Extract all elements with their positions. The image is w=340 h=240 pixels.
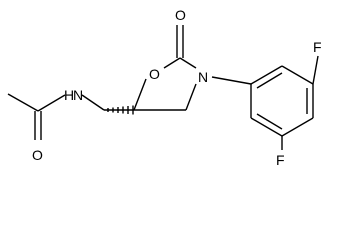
atom-n-ring: N	[198, 69, 208, 85]
atom-o-carbonyl-ring: O	[175, 7, 186, 23]
structure-diagram: O H N O O N F F	[7, 7, 322, 168]
bond-o1-c2	[163, 57, 181, 69]
atom-n-amide: N	[73, 87, 83, 103]
bond-ar-1	[250, 65, 283, 85]
bond-ar-2	[281, 65, 314, 85]
atom-f-bottom: F	[276, 152, 285, 168]
bond-n-aryl	[211, 76, 252, 85]
atom-o-acetyl: O	[32, 147, 43, 163]
bond-c5-o1	[133, 78, 147, 111]
bond-c-f-top	[312, 55, 319, 85]
atom-o-ring: O	[149, 66, 160, 82]
stereo-hash-bond	[104, 105, 134, 115]
atom-f-top: F	[313, 39, 322, 55]
bond-n3-c4	[185, 83, 197, 111]
molecule-drawing: O H N O O N F F	[7, 7, 322, 168]
bond-ar-4	[281, 117, 314, 137]
atom-h-amide: H	[64, 87, 74, 103]
bond-ar-inner-3	[256, 113, 283, 130]
bond-nh-ch2	[81, 94, 105, 111]
bond-c2-n3	[179, 57, 197, 69]
bond-methyl-carbonyl	[7, 93, 39, 112]
bond-carbonyl-nh	[37, 94, 66, 112]
bond-ar-inner-1	[256, 72, 283, 89]
bond-ar-5	[250, 117, 283, 137]
